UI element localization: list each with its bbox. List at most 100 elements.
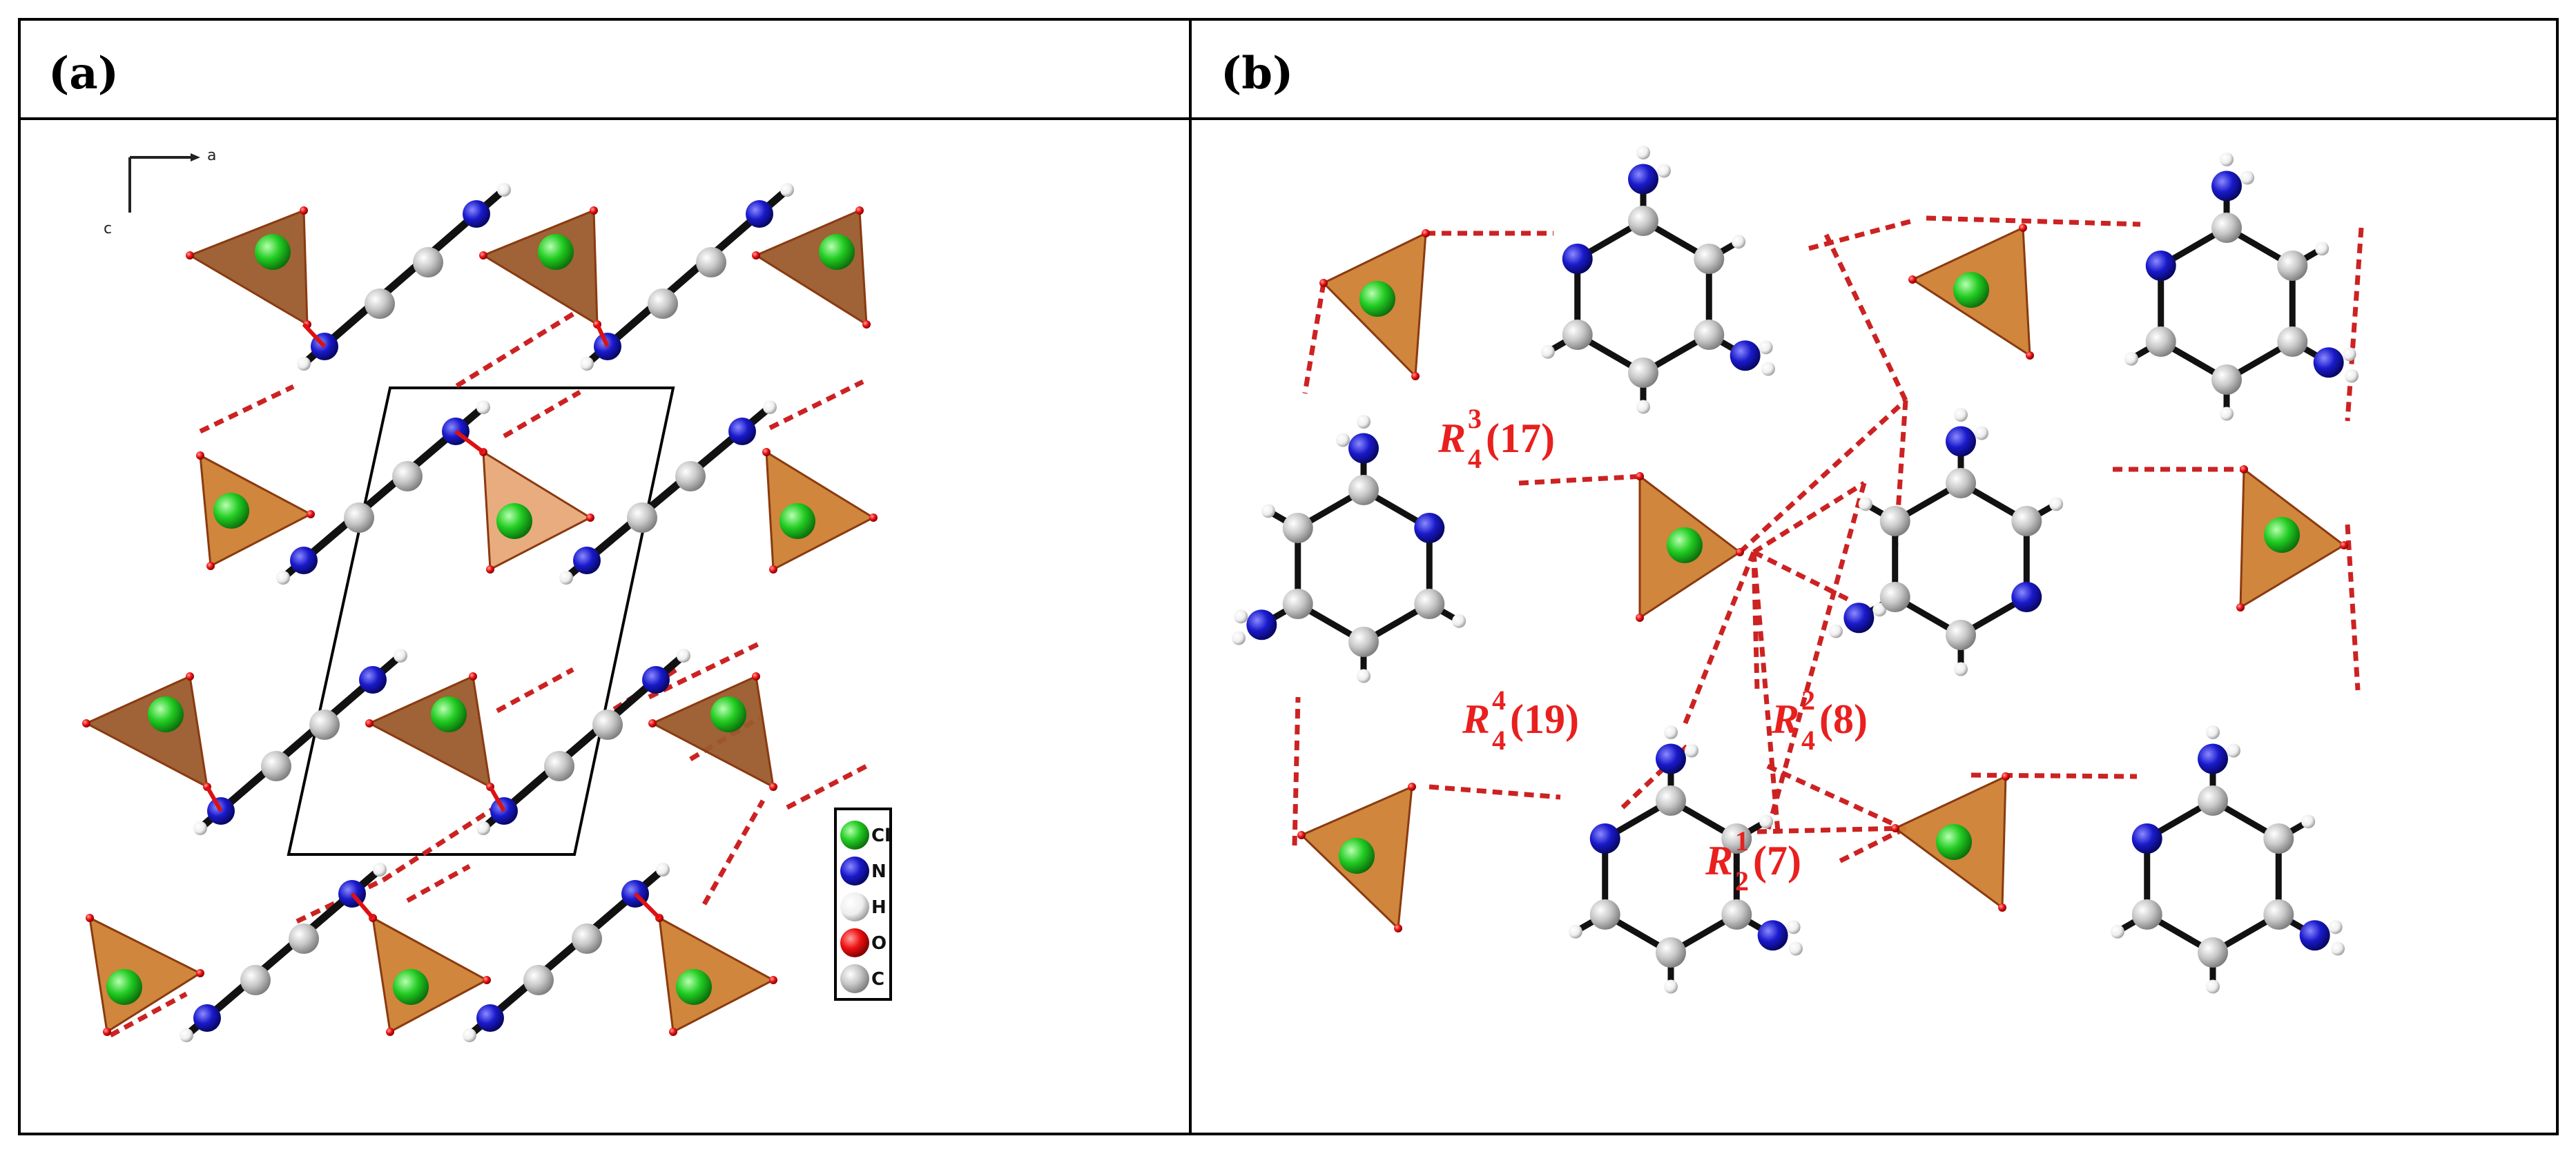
carbon-atom (2198, 937, 2228, 968)
hydrogen-bond (1835, 825, 1907, 866)
oxygen-atom (2026, 351, 2034, 360)
svg-text:4: 4 (1492, 685, 1506, 716)
hydrogen-bond (1808, 218, 1913, 251)
hydrogen-atom (2240, 170, 2254, 185)
chlorine-atom (393, 969, 429, 1005)
nitrogen-atom (1628, 164, 1658, 195)
hydrogen-atom (2206, 725, 2220, 739)
oxygen-atom (862, 320, 871, 329)
hydrogen-bond (199, 384, 295, 434)
chlorine-atom (148, 696, 184, 732)
carbon-atom (1721, 899, 1752, 930)
perchlorate-tetrahedron (658, 916, 776, 1034)
carbon-atom (2211, 213, 2242, 243)
oxygen-atom (586, 514, 594, 522)
hydrogen-atom (1759, 814, 1774, 829)
oxygen-atom (752, 672, 760, 681)
hydrogen-atom (497, 183, 511, 197)
oxygen-atom (307, 510, 315, 518)
svg-text:(19): (19) (1510, 696, 1579, 742)
carbon-atom (1694, 244, 1725, 274)
hydrogen-atom (1732, 235, 1746, 249)
oxygen-atom (1636, 614, 1644, 622)
svg-text:4: 4 (1468, 443, 1482, 474)
hydrogen-bond (1752, 481, 1866, 554)
chlorine-atom (1359, 281, 1395, 317)
nitrogen-atom (1843, 603, 1875, 634)
hydrogen-atom (2124, 351, 2138, 366)
oxygen-atom (1408, 783, 1416, 791)
carbon-atom (1946, 468, 1976, 498)
hydrogen-atom (463, 1028, 476, 1042)
panel-b-hbond-network: R 3 4 (17) R 4 4 (19) R 2 4 (8) R 1 2 (1232, 146, 2364, 994)
svg-text:3: 3 (1468, 403, 1482, 434)
oxygen-atom (386, 1028, 394, 1036)
hydrogen-atom (1954, 408, 1968, 422)
hydrogen-atom (1759, 340, 1773, 355)
nitrogen-atom (2211, 170, 2242, 202)
carbon-atom (1656, 937, 1686, 968)
perchlorate-tetrahedron (187, 208, 309, 326)
hydrogen-bond (109, 991, 188, 1038)
nitrogen-atom (1348, 433, 1379, 464)
oxygen-atom (669, 1028, 677, 1036)
chlorine-atom (676, 969, 712, 1005)
ring-motif-label: R 3 4 (17) (1437, 403, 1555, 474)
legend-label: C (871, 969, 884, 990)
chlorine-atom (106, 969, 142, 1005)
nitrogen-atom (642, 666, 670, 694)
carbon-atom (2131, 899, 2162, 930)
hydrogen-bond (1766, 763, 1897, 828)
svg-text:R: R (1462, 696, 1490, 742)
ring-motif-label: R 2 4 (8) (1771, 685, 1868, 756)
carbon-atom (2198, 785, 2228, 816)
hydrogen-atom (1261, 504, 1275, 518)
n-o-contact (488, 785, 506, 812)
carbon-atom (392, 461, 423, 491)
chlorine-atom (538, 234, 574, 270)
hydrogen-bond (1892, 400, 1908, 553)
hydrogen-atom (1357, 415, 1371, 429)
carbon-atom (1656, 785, 1686, 816)
hydrogen-atom (476, 400, 490, 414)
hydrogen-atom (1336, 433, 1350, 447)
nitrogen-atom (1656, 743, 1686, 774)
oxygen-atom (196, 451, 204, 460)
hydrogen-atom (476, 821, 490, 835)
carbon-atom (1414, 589, 1445, 619)
hydrogen-bond (1756, 825, 1906, 834)
oxygen-atom (1394, 924, 1402, 932)
oxygen-atom (1297, 831, 1306, 839)
oxygen-atom (1736, 548, 1744, 556)
oxygen-atom (479, 251, 487, 260)
legend-swatch (840, 821, 869, 850)
nitrogen-atom (2299, 920, 2330, 951)
carbon-atom (1694, 320, 1725, 350)
perchlorate-tetrahedron (367, 674, 492, 789)
hydrogen-bond (1765, 482, 1867, 832)
oxygen-atom (1636, 472, 1644, 480)
hydrogen-atom (1664, 979, 1678, 994)
hydrogen-atom (1540, 344, 1555, 359)
carbon-atom (2011, 506, 2042, 536)
perchlorate-tetrahedron (84, 674, 209, 789)
carbon-atom (2277, 251, 2308, 281)
svg-text:(7): (7) (1753, 838, 1801, 883)
hydrogen-atom (2220, 407, 2234, 421)
svg-text:2: 2 (1735, 866, 1749, 897)
legend-swatch (840, 857, 869, 886)
hydrogen-atom (2220, 153, 2234, 166)
carbon-atom (1348, 475, 1379, 505)
carbon-atom (1348, 627, 1379, 657)
ring-motif-label: R 4 4 (19) (1462, 685, 1579, 756)
perchlorate-tetrahedron (482, 450, 593, 571)
hydrogen-bond (2345, 227, 2364, 422)
hydrogen-atom (373, 863, 387, 877)
hydrogen-atom (2328, 920, 2343, 935)
carbon-atom (309, 710, 340, 740)
carbon-atom (2145, 326, 2176, 357)
legend-label: N (871, 861, 887, 882)
oxygen-atom (365, 719, 374, 727)
hydrogen-atom (2344, 369, 2359, 383)
nitrogen-atom (573, 547, 601, 574)
